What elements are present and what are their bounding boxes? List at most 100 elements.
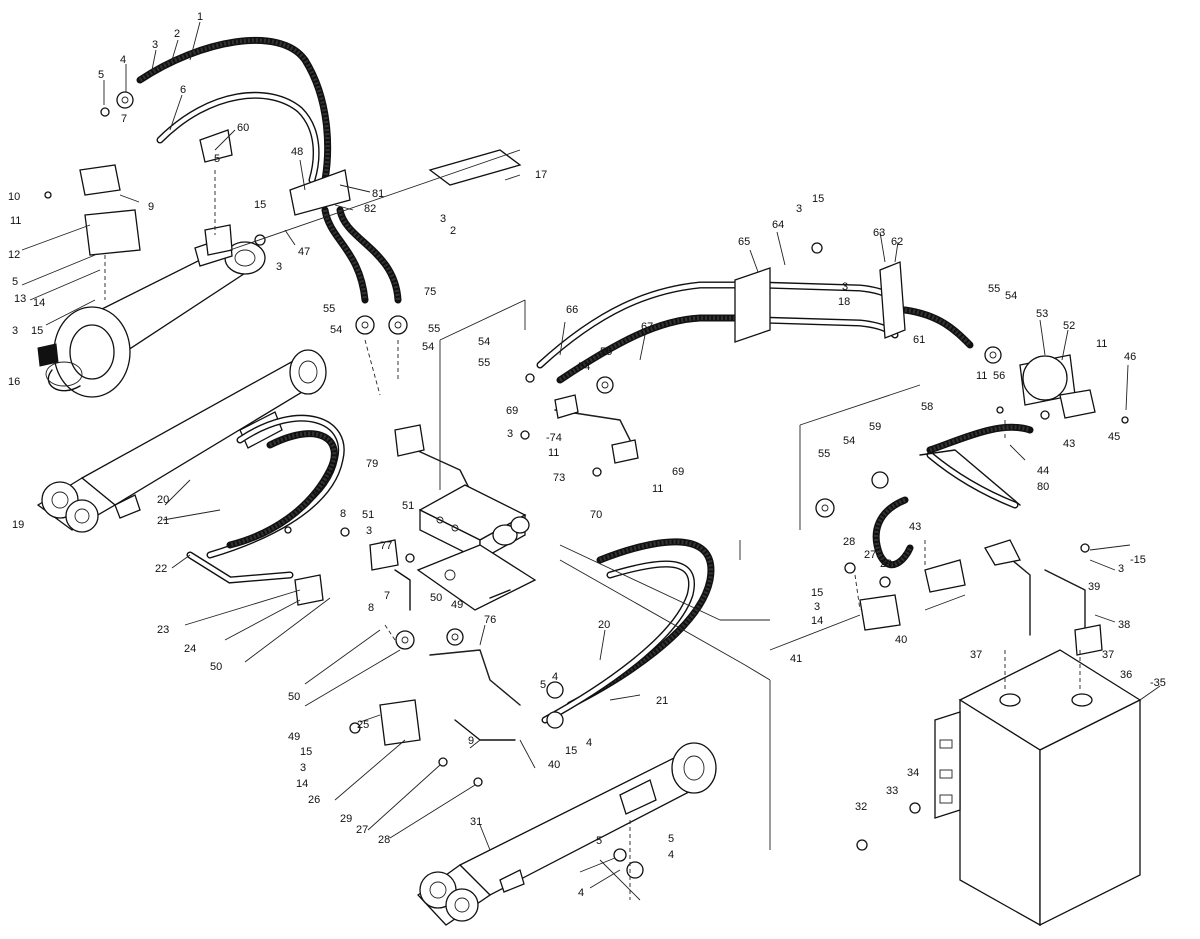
mounting-brackets bbox=[79, 129, 1103, 746]
callout-32: 32 bbox=[855, 801, 867, 813]
callout-15b: 15 bbox=[254, 199, 266, 211]
callout-9b: 9 bbox=[468, 735, 474, 747]
callout-11b: 11 bbox=[548, 447, 559, 459]
callout-15d: 15 bbox=[811, 587, 823, 599]
callout-59: 59 bbox=[869, 421, 881, 433]
callout-19: 19 bbox=[12, 519, 24, 531]
callout-54b: 54 bbox=[422, 341, 434, 353]
callout-37b: 37 bbox=[1102, 649, 1114, 661]
callout-69a: 69 bbox=[506, 405, 518, 417]
callout-69b: 69 bbox=[672, 466, 684, 478]
callout-4e: 4 bbox=[578, 887, 584, 899]
callout-3i: 3 bbox=[1118, 563, 1124, 575]
callout-11c: 11 bbox=[652, 483, 663, 495]
callout-21a: 21 bbox=[157, 515, 169, 527]
callout-67: 67 bbox=[641, 321, 653, 333]
callout-79: 79 bbox=[366, 458, 378, 470]
hose-lines bbox=[136, 36, 1034, 724]
callout-8a: 8 bbox=[340, 508, 346, 520]
callout-49b: 49 bbox=[451, 599, 463, 611]
callout-65: 65 bbox=[738, 236, 750, 248]
callout-60: 60 bbox=[237, 122, 249, 134]
callout-76: 76 bbox=[484, 614, 496, 626]
callout-55f: 55 bbox=[818, 448, 830, 460]
callout-16: 16 bbox=[8, 376, 20, 388]
callout-3a: 3 bbox=[152, 39, 158, 51]
callout-29b: 29 bbox=[340, 813, 352, 825]
callout-63: 63 bbox=[873, 227, 885, 239]
callout-49a: 49 bbox=[288, 731, 300, 743]
callout-15a: 15 bbox=[31, 325, 43, 337]
callout-73: 73 bbox=[553, 472, 565, 484]
callout-3g: 3 bbox=[842, 281, 848, 293]
callout-38: 38 bbox=[1118, 619, 1130, 631]
callout-3j: 3 bbox=[366, 525, 372, 537]
callout-14c: 14 bbox=[296, 778, 308, 790]
callout-41: 41 bbox=[790, 653, 802, 665]
callout-48: 48 bbox=[291, 146, 303, 158]
callout-33: 33 bbox=[886, 785, 898, 797]
callout-46: 46 bbox=[1124, 351, 1136, 363]
callout-31: 31 bbox=[470, 816, 482, 828]
callout-5f: 5 bbox=[668, 833, 674, 845]
callout-5e: 5 bbox=[596, 835, 602, 847]
callout-6: 6 bbox=[180, 84, 186, 96]
callout-77: 77 bbox=[380, 540, 392, 552]
callout-44: 44 bbox=[1037, 465, 1049, 477]
callout-40b: 40 bbox=[548, 759, 560, 771]
callout-58: 58 bbox=[921, 401, 933, 413]
callout-55b: 55 bbox=[428, 323, 440, 335]
callout-7a: 7 bbox=[121, 113, 127, 125]
callout-51b: 51 bbox=[402, 500, 414, 512]
callout-25: 25 bbox=[357, 719, 369, 731]
callout-27a: 27 bbox=[864, 549, 876, 561]
callout-80: 80 bbox=[1037, 481, 1049, 493]
callout-20a: 20 bbox=[157, 494, 169, 506]
callout-4d: 4 bbox=[668, 849, 674, 861]
fasteners bbox=[44, 91, 1129, 879]
callout-81: 81 bbox=[372, 188, 384, 200]
callout-3h: 3 bbox=[814, 601, 820, 613]
callout-54d: 54 bbox=[578, 361, 590, 373]
callout-5d: 5 bbox=[540, 679, 546, 691]
callout-54c: 54 bbox=[478, 336, 490, 348]
alignment-lines bbox=[104, 149, 1081, 901]
callout-47: 47 bbox=[298, 246, 310, 258]
callout-40a: 40 bbox=[895, 634, 907, 646]
callout-36: 36 bbox=[1120, 669, 1132, 681]
callout-3b: 3 bbox=[12, 325, 18, 337]
lower-cylinder bbox=[417, 742, 717, 926]
callout-74: -74 bbox=[546, 432, 562, 444]
callout-5a: 5 bbox=[98, 69, 104, 81]
hydraulic-tank bbox=[934, 649, 1142, 927]
mid-left-cylinder bbox=[36, 349, 327, 533]
callout-52: 52 bbox=[1063, 320, 1075, 332]
callout-15c: 15 bbox=[812, 193, 824, 205]
callout-28a: 28 bbox=[843, 536, 855, 548]
callout-54e: 54 bbox=[1005, 290, 1017, 302]
callout-11a: 11 bbox=[10, 215, 21, 227]
callout-82: 82 bbox=[364, 203, 376, 215]
callout-9a: 9 bbox=[148, 201, 154, 213]
callout-3d: 3 bbox=[440, 213, 446, 225]
callout-1: 1 bbox=[197, 11, 203, 23]
callout-64: 64 bbox=[772, 219, 784, 231]
callout-55a: 55 bbox=[323, 303, 335, 315]
callout-53: 53 bbox=[1036, 308, 1048, 320]
callout-10: 10 bbox=[8, 191, 20, 203]
callout-28b: 28 bbox=[378, 834, 390, 846]
callout-15g: 15 bbox=[300, 746, 312, 758]
callout-55d: 55 bbox=[600, 346, 612, 358]
callout-7c: 7 bbox=[384, 590, 390, 602]
callout-62: 62 bbox=[891, 236, 903, 248]
callout-55e: 55 bbox=[988, 283, 1000, 295]
callout-70: 70 bbox=[590, 509, 602, 521]
callout-5b: 5 bbox=[214, 153, 220, 165]
callout-21b: 21 bbox=[656, 695, 668, 707]
callout-55c: 55 bbox=[478, 357, 490, 369]
callout-3k: 3 bbox=[300, 762, 306, 774]
callout-24: 24 bbox=[184, 643, 196, 655]
callout-26: 26 bbox=[308, 794, 320, 806]
